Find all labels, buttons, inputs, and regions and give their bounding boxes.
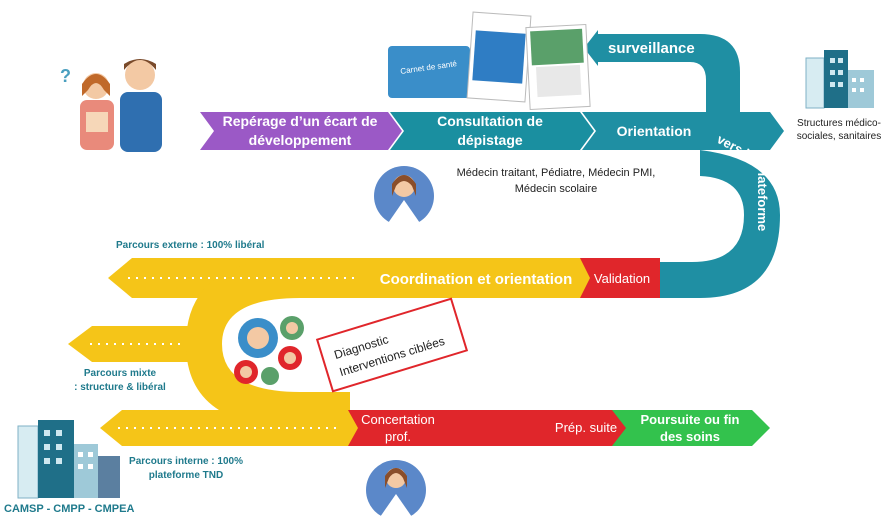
- poursuite-line1: Poursuite ou fin: [641, 412, 740, 427]
- structures-line2: sociales, sanitaires: [797, 131, 881, 142]
- consultation-line1: Consultation de: [437, 113, 543, 129]
- parcours-mixte-line1: Parcours mixte: [84, 368, 157, 379]
- validation-label: Validation: [594, 271, 650, 286]
- plateforme-label: Plateforme: [755, 164, 770, 231]
- bottom-red-bar: [444, 410, 554, 446]
- structures-line1: Structures médico-: [797, 118, 881, 129]
- coordination-label: Coordination et orientation: [380, 271, 573, 288]
- parcours-interne-line2: plateforme TND: [149, 470, 223, 481]
- teal-right-curve: [655, 150, 780, 298]
- diagnostic-box: Diagnostic Interventions ciblées: [315, 297, 469, 393]
- doctor-avatar-top: [374, 166, 434, 226]
- gears-icon: [234, 316, 304, 385]
- svg-text:?: ?: [60, 66, 71, 86]
- reperage-line2: développement: [249, 132, 352, 148]
- orientation-label: Orientation: [617, 123, 692, 139]
- parents-illustration: ?: [60, 59, 162, 152]
- yellow-curve: [186, 258, 350, 428]
- parcours-mixte-line2: : structure & libéral: [74, 382, 166, 393]
- yellow-track-middle: [68, 326, 200, 362]
- doctors-line2: Médecin scolaire: [515, 183, 598, 195]
- doctor-avatar-bottom: [366, 460, 426, 517]
- step-reperage: [200, 112, 402, 150]
- camsp-label: CAMSP - CMPP - CMPEA: [4, 503, 134, 515]
- surveillance-label: surveillance: [608, 40, 695, 57]
- concertation-line1: Concertation: [361, 412, 435, 427]
- prep-suite-label: Prép. suite: [555, 420, 617, 435]
- doctors-line1: Médecin traitant, Pédiatre, Médecin PMI,: [457, 167, 656, 179]
- camsp-building-icon: [17, 420, 120, 499]
- prep-suite-block: [540, 410, 632, 446]
- structures-building-icon: [805, 50, 874, 109]
- parcours-interne-line1: Parcours interne : 100%: [129, 456, 243, 467]
- validation-block: [580, 258, 660, 298]
- poursuite-line2: des soins: [660, 429, 720, 444]
- surveillance-arrow-head: [584, 30, 598, 66]
- concertation-line2: prof.: [385, 429, 411, 444]
- step-consultation: [390, 112, 594, 150]
- poursuite-block: [612, 410, 770, 446]
- parcours-externe: Parcours externe : 100% libéral: [116, 240, 265, 251]
- reperage-line1: Repérage d’un écart de: [223, 113, 378, 129]
- teal-top-loop: [598, 34, 740, 112]
- step-orientation: [582, 112, 784, 150]
- brochures-image: Carnet de santé: [388, 11, 591, 111]
- concertation-block: [348, 410, 456, 446]
- consultation-line2: dépistage: [457, 132, 523, 148]
